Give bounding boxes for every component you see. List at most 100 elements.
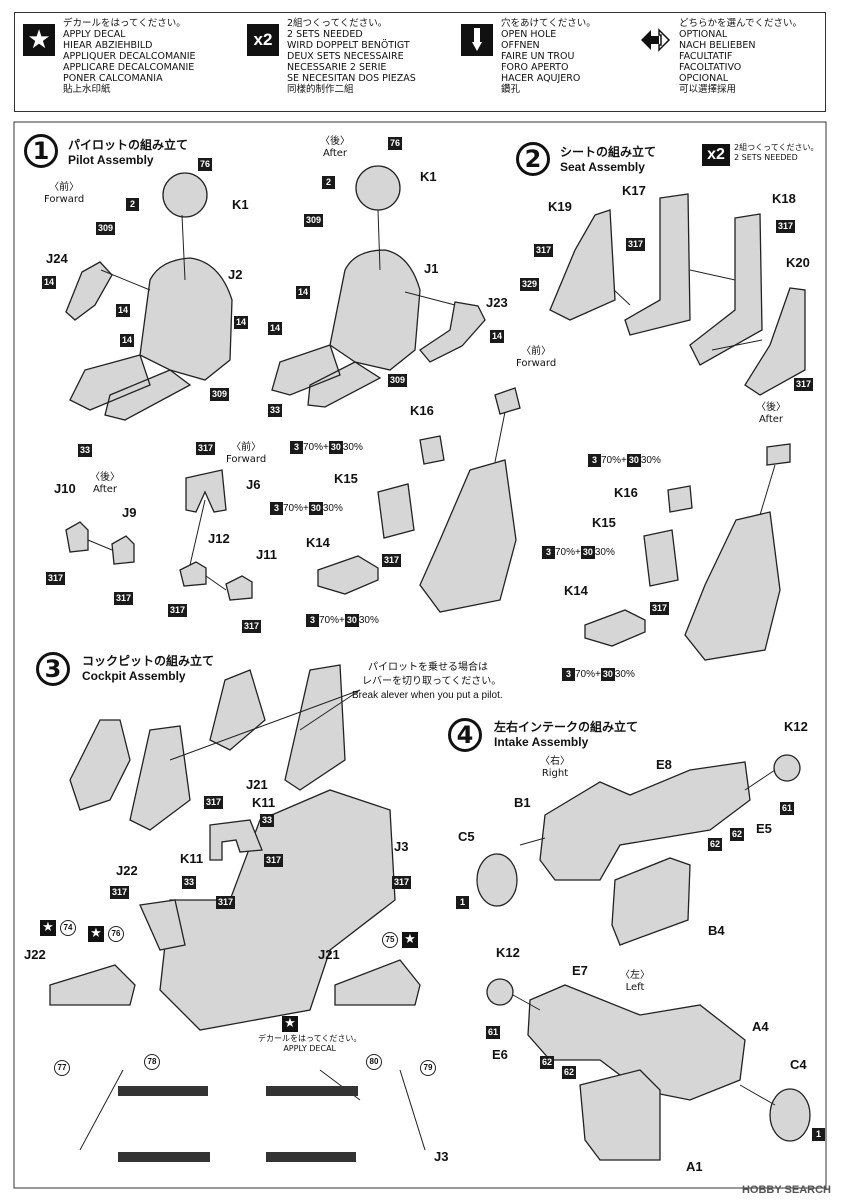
- arrow-line: [404, 291, 456, 306]
- decal-79: 79: [420, 1060, 436, 1076]
- part-label-e6: E6: [492, 1047, 508, 1062]
- legend-text: OPTIONAL: [679, 29, 728, 40]
- step-title-en: Seat Assembly: [560, 160, 645, 174]
- paint-309: 309: [388, 374, 408, 387]
- part-label-a1: A1: [686, 1159, 703, 1174]
- star-icon: ★: [40, 920, 56, 936]
- part-j10: [65, 521, 89, 553]
- legend-text: 穴をあけてください。: [501, 18, 596, 29]
- legend-text: 貼上水印紙: [63, 84, 111, 95]
- arrow-line: [205, 575, 227, 591]
- part-k15-b: [643, 529, 679, 587]
- pilot-legs-j1: [271, 344, 382, 408]
- part-label-b4: B4: [708, 923, 725, 938]
- legend-text: OPEN HOLE: [501, 29, 557, 40]
- step-number-1: 1: [24, 134, 58, 168]
- paint-309: 309: [210, 388, 230, 401]
- step-title-en: Cockpit Assembly: [82, 669, 186, 683]
- paint-317: 317: [204, 796, 224, 809]
- part-label-k15: K15: [334, 471, 358, 486]
- part-j21: [209, 819, 263, 861]
- part-k19: [549, 209, 616, 321]
- paint-309: 309: [304, 214, 324, 227]
- part-k14-b: [584, 609, 646, 647]
- paint-33: 33: [182, 876, 197, 889]
- part-k17: [624, 193, 691, 336]
- pilot-note-en: Break alever when you put a pilot.: [352, 690, 503, 701]
- arrow-line: [87, 539, 113, 551]
- part-k12-b: [486, 978, 514, 1006]
- paint-14: 14: [490, 330, 505, 343]
- pilot-note-jp2: レバーを切り取ってください。: [362, 676, 502, 687]
- drill-icon: [461, 24, 493, 56]
- assembled-pilot-right: [209, 669, 266, 751]
- legend-text: WIRD DOPPELT BENÖTIGT: [287, 40, 410, 51]
- decal-strip-80: [266, 1086, 358, 1096]
- part-label-e8: E8: [656, 757, 672, 772]
- direction-left: 〈左〉Left: [620, 970, 650, 993]
- part-label-k17: K17: [622, 183, 646, 198]
- part-label-c5: C5: [458, 829, 475, 844]
- legend-text: SE NECESITAN DOS PIEZAS: [287, 73, 416, 84]
- arrow-line: [494, 411, 506, 463]
- decal-80: 80: [366, 1054, 382, 1070]
- x2-icon: x2: [247, 24, 279, 56]
- paint-317: 317: [242, 620, 262, 633]
- part-label-j22: J22: [24, 947, 46, 962]
- arrow-line: [759, 464, 776, 516]
- pilot-note-jp1: パイロットを乗せる場合は: [368, 662, 488, 673]
- decal-76: 76: [108, 926, 124, 942]
- part-j12: [179, 561, 207, 587]
- part-k16-b: [667, 485, 693, 513]
- apply-decal-note: デカールをはってください。APPLY DECAL: [258, 1034, 362, 1053]
- legend-text: OFFNEN: [501, 40, 540, 51]
- decal-75: 75: [382, 932, 398, 948]
- paint-61: 61: [486, 1026, 501, 1039]
- intake-right-b1-e8: [539, 761, 751, 881]
- part-label-k14: K14: [564, 583, 588, 598]
- part-label-e7: E7: [572, 963, 588, 978]
- paint-62: 62: [562, 1066, 577, 1079]
- paint-33: 33: [260, 814, 275, 827]
- arrow-line: [377, 209, 381, 271]
- arrow-line: [739, 1084, 776, 1106]
- legend-text: APPLIQUER DECALCOMANIE: [63, 51, 196, 62]
- legend-text: PONER CALCOMANIA: [63, 73, 163, 84]
- cockpit-tub-j3: [159, 789, 396, 1031]
- part-label-j23: J23: [486, 295, 508, 310]
- part-label-j10: J10: [54, 481, 76, 496]
- intake-left-a4-e7: [527, 984, 746, 1101]
- paint-1: 1: [456, 896, 469, 909]
- legend-text: どちらかを選んでください。: [679, 18, 803, 29]
- part-a1: [579, 1069, 661, 1161]
- decal-77: 77: [54, 1060, 70, 1076]
- paint-62: 62: [730, 828, 745, 841]
- part-label-j22: J22: [116, 863, 138, 878]
- part-k15: [377, 483, 415, 539]
- paint-14: 14: [234, 316, 249, 329]
- part-label-k12: K12: [496, 945, 520, 960]
- arrow-line: [519, 837, 546, 846]
- part-j22: [139, 899, 186, 951]
- paint-1: 1: [812, 1128, 825, 1141]
- arrow-line: [189, 499, 206, 566]
- part-j11: [225, 575, 253, 601]
- arrow-line: [299, 689, 361, 731]
- paint-317: 317: [114, 592, 134, 605]
- assembled-pilot-left: [69, 719, 131, 811]
- paint-14: 14: [120, 334, 135, 347]
- part-label-k1: K1: [232, 197, 249, 212]
- part-label-j2: J2: [228, 267, 243, 282]
- part-label-k18: K18: [772, 191, 796, 206]
- part-label-j24: J24: [46, 251, 68, 266]
- star-icon: ★: [23, 24, 55, 56]
- paint-309: 309: [96, 222, 116, 235]
- arrow-line: [689, 269, 736, 281]
- paint-317: 317: [264, 854, 284, 867]
- paint-33: 33: [268, 404, 283, 417]
- paint-33: 33: [78, 444, 93, 457]
- paint-317: 317: [382, 554, 402, 567]
- paint-14: 14: [268, 322, 283, 335]
